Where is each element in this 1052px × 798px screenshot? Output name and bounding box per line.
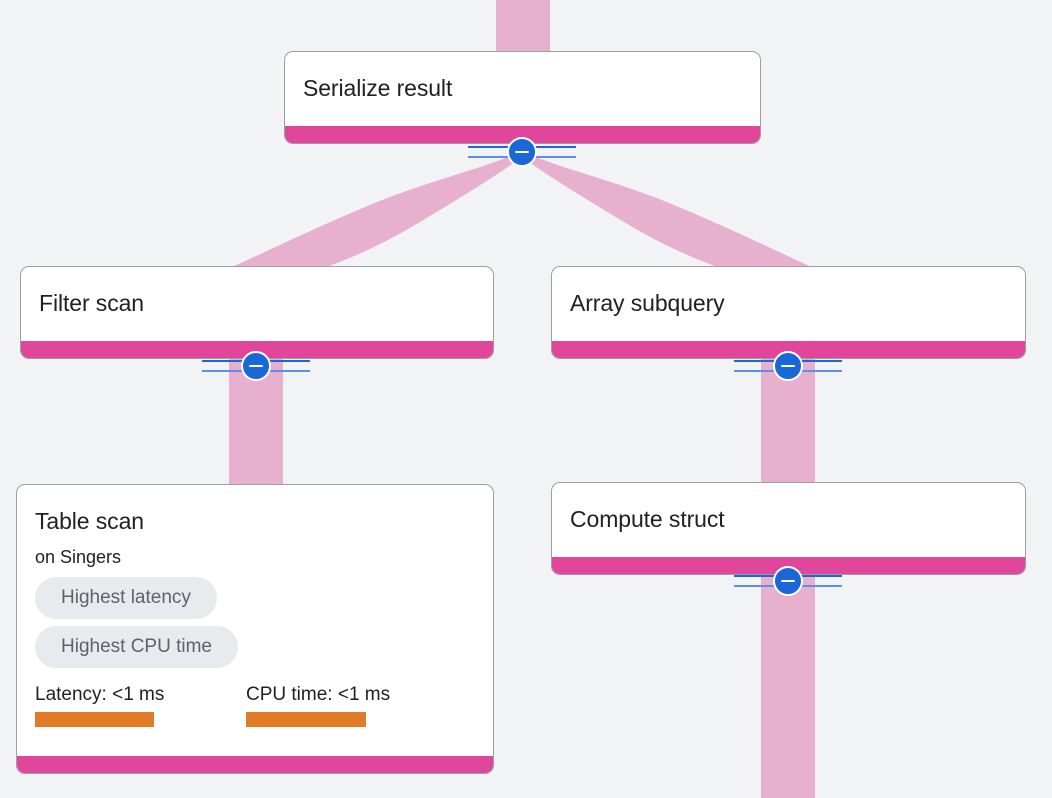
minus-glyph	[781, 364, 795, 368]
node-footer	[17, 756, 493, 773]
node-footer	[285, 126, 760, 143]
node-body: Filter scan	[21, 267, 493, 341]
metric-label: Latency: <1 ms	[35, 684, 165, 705]
metric-bar	[35, 712, 154, 727]
minus-circle-icon	[773, 566, 803, 596]
node-title: Serialize result	[303, 75, 453, 101]
metric-latency: Latency: <1 ms	[35, 683, 246, 727]
node-array-subquery[interactable]: Array subquery	[551, 266, 1026, 359]
collapse-toggle-compute-struct[interactable]	[734, 564, 842, 598]
chip-highest-cpu-time: Highest CPU time	[35, 626, 238, 668]
node-title: Array subquery	[570, 290, 725, 316]
node-serialize-result[interactable]: Serialize result	[284, 51, 761, 144]
node-title: Table scan	[35, 508, 144, 534]
node-chip-list: Highest latency Highest CPU time	[35, 577, 475, 675]
metric-cpu-time: CPU time: <1 ms	[246, 683, 457, 727]
minus-glyph	[781, 579, 795, 583]
collapse-toggle-serialize-result[interactable]	[468, 135, 576, 169]
minus-circle-icon	[507, 137, 537, 167]
node-table-scan[interactable]: Table scan on Singers Highest latency Hi…	[16, 484, 494, 774]
node-body: Table scan on Singers Highest latency Hi…	[17, 485, 493, 756]
minus-circle-icon	[773, 351, 803, 381]
minus-circle-icon	[241, 351, 271, 381]
metric-bar-track	[246, 712, 457, 727]
node-body: Serialize result	[285, 52, 760, 126]
edge-computestruct-outgoing	[761, 575, 815, 798]
node-footer	[552, 557, 1025, 574]
node-body: Compute struct	[552, 483, 1025, 557]
node-title: Filter scan	[39, 290, 144, 316]
node-filter-scan[interactable]: Filter scan	[20, 266, 494, 359]
node-body: Array subquery	[552, 267, 1025, 341]
metric-label: CPU time: <1 ms	[246, 684, 391, 705]
node-metrics: Latency: <1 ms CPU time: <1 ms	[35, 683, 475, 727]
minus-glyph	[249, 364, 263, 368]
node-title: Compute struct	[570, 506, 725, 532]
metric-bar-track	[35, 712, 246, 727]
collapse-toggle-array-subquery[interactable]	[734, 349, 842, 383]
edge-incoming-root	[496, 0, 550, 55]
node-footer	[21, 341, 493, 358]
metric-bar	[246, 712, 366, 727]
chip-highest-latency: Highest latency	[35, 577, 217, 619]
node-footer	[552, 341, 1025, 358]
minus-glyph	[515, 150, 529, 154]
collapse-toggle-filter-scan[interactable]	[202, 349, 310, 383]
node-compute-struct[interactable]: Compute struct	[551, 482, 1026, 575]
node-subtitle: on Singers	[35, 547, 122, 567]
